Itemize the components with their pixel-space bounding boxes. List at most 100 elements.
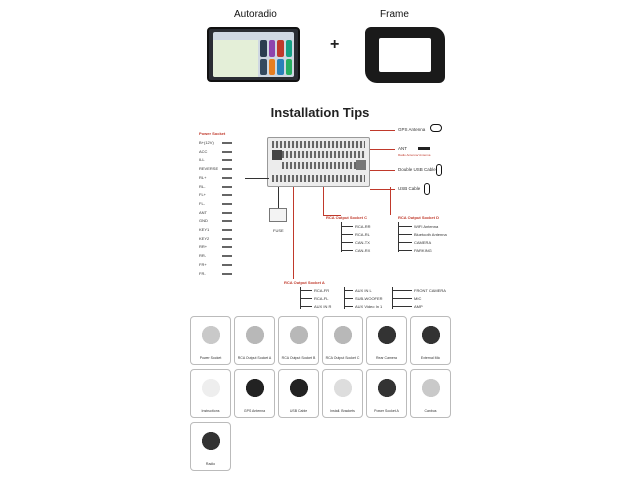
connector-wire <box>341 250 353 251</box>
power-pin-label: FL- <box>199 200 205 206</box>
connector-wire <box>300 298 312 299</box>
radio-adapter-icon <box>197 427 225 455</box>
rca-cable-icon <box>329 321 357 349</box>
power-pin-wire <box>222 168 232 171</box>
connector-label: CAN-RX <box>355 248 371 253</box>
accessory-card: Rear Camera <box>366 316 407 365</box>
plus-sign: + <box>330 36 340 53</box>
connector-wire <box>341 226 353 227</box>
power-pin-label: ACC <box>199 148 208 154</box>
accessory-label: Rear Camera <box>375 356 397 360</box>
connector-wire <box>300 306 312 307</box>
double-usb-label: Double USB Cable <box>398 167 436 172</box>
accessory-label: RCA Output Socket B <box>281 356 316 360</box>
power-pin-wire <box>222 185 232 188</box>
fuse-label: FUSE <box>273 228 284 233</box>
power-pin-wire <box>222 220 232 223</box>
frame-title: Frame <box>380 9 409 20</box>
rca-cable-icon <box>285 321 313 349</box>
usb-cable-icon <box>285 374 313 402</box>
connector-label: AUX IN L <box>355 288 372 293</box>
power-socket-title: Power Socket <box>199 131 226 136</box>
power-pin-label: GND <box>199 218 208 224</box>
accessory-card: RCA Output Socket C <box>322 316 363 365</box>
connector-wire <box>398 242 412 243</box>
power-pin-wire <box>222 246 232 249</box>
frame-image <box>365 27 445 83</box>
connector-wire <box>344 290 353 291</box>
connector-wire <box>341 242 353 243</box>
power-pin-label: KEY2 <box>199 235 210 241</box>
accessory-label: Radio <box>205 462 216 466</box>
accessory-label: Power Socket <box>199 356 222 360</box>
connector-wire <box>341 234 353 235</box>
accessory-label: External Mic <box>420 356 441 360</box>
mic-icon <box>417 321 445 349</box>
socket-c-title: RCA Output Socket C <box>326 215 367 220</box>
accessory-label: Instructions <box>201 409 220 413</box>
power-pin-wire <box>222 194 232 197</box>
power-pin-wire <box>222 237 232 240</box>
accessory-card: Canbus <box>410 369 451 418</box>
connector-wire <box>392 298 412 299</box>
accessory-label: Power Socket A <box>374 409 399 413</box>
accessory-label: Install. Brackets <box>330 409 355 413</box>
map-icon <box>213 40 258 77</box>
power-pin-label: RL- <box>199 183 206 189</box>
power-harness-icon <box>373 374 401 402</box>
accessory-card: External Mic <box>410 316 451 365</box>
connector-label: RCA-FL <box>314 296 329 301</box>
connector-label: RCA-FR <box>314 288 330 293</box>
accessory-card: GPS Antenna <box>234 369 275 418</box>
rca-cable-icon <box>241 321 269 349</box>
autoradio-title: Autoradio <box>234 9 277 20</box>
usb-cable-icon <box>424 183 430 195</box>
power-pin-wire <box>222 272 232 275</box>
connector-label: WIFI Antenna <box>414 224 439 229</box>
connector-wire <box>392 306 412 307</box>
canbus-box-icon <box>417 374 445 402</box>
manual-icon <box>197 374 225 402</box>
accessory-card: Radio <box>190 422 231 471</box>
connector-label: SUB-WOOFER <box>355 296 383 301</box>
accessory-label: GPS Antenna <box>243 409 266 413</box>
connector-label: RCA-RL <box>355 232 370 237</box>
connector-wire <box>398 234 412 235</box>
power-pin-wire <box>222 263 232 266</box>
connector-wire <box>300 290 312 291</box>
connector-label: RCA-RR <box>355 224 371 229</box>
connector-wire <box>344 298 353 299</box>
connector-label: AUX IN R <box>314 304 332 309</box>
head-unit-back <box>267 137 370 187</box>
power-pin-wire <box>222 176 232 179</box>
power-pin-label: B+(12V) <box>199 140 214 145</box>
connector-wire <box>398 250 412 251</box>
power-pin-label: FR+ <box>199 261 207 267</box>
connector-wire <box>398 226 412 227</box>
autoradio-image <box>207 27 300 82</box>
gps-antenna-icon <box>430 124 442 132</box>
connector-label: Bluetooth Antenna <box>414 232 447 237</box>
accessory-card: RCA Output Socket A <box>234 316 275 365</box>
socket-a-title: RCA Output Socket A <box>284 280 325 285</box>
power-pin-wire <box>222 255 232 258</box>
power-pin-wire <box>222 150 232 153</box>
connector-label: MIC <box>414 296 422 301</box>
gps-antenna-label: GPS Antenna <box>398 127 426 132</box>
connector-label: AUX Video In 1 <box>355 304 383 309</box>
bracket-icon <box>329 374 357 402</box>
accessory-card: Install. Brackets <box>322 369 363 418</box>
ant-plug-icon <box>418 147 430 150</box>
power-pin-label: ANT <box>199 209 207 215</box>
usb-cable-label: USB Cable <box>398 186 421 191</box>
power-pin-label: ILL <box>199 157 205 163</box>
accessory-card: Instructions <box>190 369 231 418</box>
power-pin-label: REVERSE <box>199 166 219 172</box>
power-pin-label: RR+ <box>199 244 208 250</box>
power-harness-icon <box>197 321 225 349</box>
accessory-card: USB Cable <box>278 369 319 418</box>
accessory-label: USB Cable <box>289 409 308 413</box>
camera-icon <box>373 321 401 349</box>
power-pin-wire <box>222 159 232 162</box>
double-usb-icon <box>436 164 442 176</box>
